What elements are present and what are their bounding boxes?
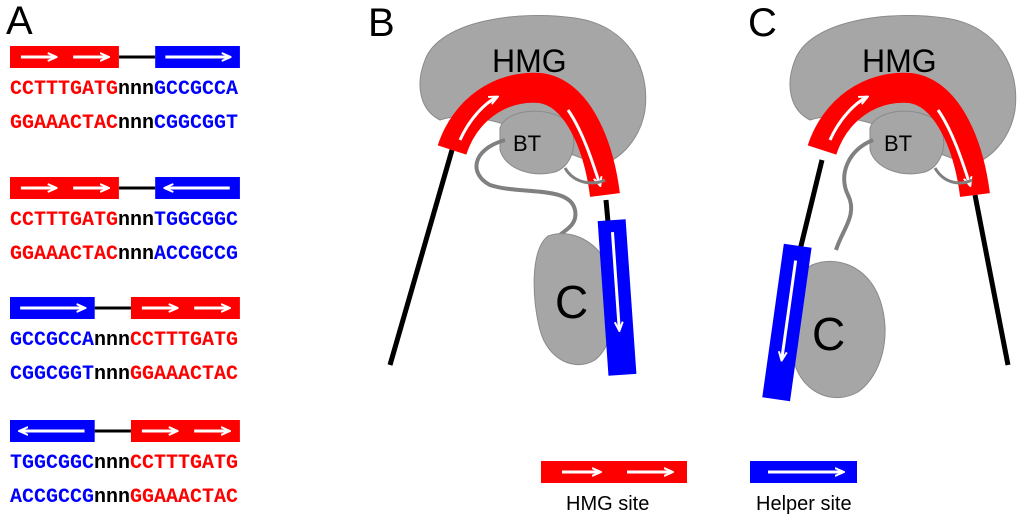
hmg-site-arrow-1 <box>828 97 867 141</box>
spacer-sequence: nnn <box>94 452 130 475</box>
bt-domain <box>499 110 575 175</box>
sequence-top: CCTTTGATGnnnGCCGCCA <box>10 78 238 101</box>
linker-bt-dna <box>563 167 606 185</box>
hmg-sequence: CCTTTGATG <box>10 209 118 232</box>
construct-2: CCTTTGATGnnnTGGCGGC GGAAACTACnnnACCGCCG <box>10 177 240 266</box>
helper-site-c <box>762 243 812 402</box>
sequence-bottom: ACCGCCGnnnGGAAACTAC <box>10 486 238 509</box>
construct-4: TGGCGGCnnnCCTTTGATG ACCGCCGnnnGGAAACTAC <box>10 420 240 509</box>
panel-b: B HMG BT C <box>368 1 647 376</box>
sequence-bottom: GGAAACTACnnnCGGCGGT <box>10 112 238 135</box>
linker-bt-dna <box>933 167 973 185</box>
spacer-sequence: nnn <box>118 112 154 135</box>
sequence-bottom: CGGCGGTnnnGGAAACTAC <box>10 363 238 386</box>
helper-sequence: GCCGCCA <box>10 329 94 352</box>
hmg-site-arrow-2 <box>566 109 600 185</box>
hmg-site-arrow-2 <box>936 109 970 185</box>
helper-site-b <box>597 219 637 376</box>
panel-b-label: B <box>368 1 395 45</box>
spacer-sequence: nnn <box>118 243 154 266</box>
hmg-site-box <box>131 297 240 319</box>
legend-helper-label: Helper site <box>756 493 852 515</box>
hmg-sequence: GGAAACTAC <box>10 112 118 135</box>
helper-sequence: ACCGCCG <box>10 486 94 509</box>
hmg-site-arrow-1 <box>458 97 497 141</box>
c-domain-label: C <box>555 276 588 328</box>
helper-sequence: CGGCGGT <box>10 363 94 386</box>
spacer-sequence: nnn <box>118 209 154 232</box>
panel-c-label: C <box>748 1 777 45</box>
construct-1: CCTTTGATGnnnGCCGCCA GGAAACTACnnnCGGCGGT <box>10 46 240 135</box>
spacer-sequence: nnn <box>94 486 130 509</box>
panel-c: C HMG BT C <box>748 1 1017 402</box>
sequence-top: GCCGCCAnnnCCTTTGATG <box>10 329 238 352</box>
linker-bt-c <box>474 138 578 237</box>
bt-domain-label: BT <box>513 131 541 156</box>
dna-link-right <box>603 199 611 223</box>
sequence-top: CCTTTGATGnnnTGGCGGC <box>10 209 238 232</box>
c-domain-label: C <box>812 308 845 360</box>
hmg-site-box <box>10 177 119 199</box>
panel-a-label: A <box>6 0 33 43</box>
construct-list: CCTTTGATGnnnGCCGCCAGGAAACTACnnnCGGCGGTCC… <box>10 46 240 509</box>
hmg-sequence: GGAAACTAC <box>130 363 238 386</box>
legend: HMG site Helper site <box>541 461 857 515</box>
spacer-sequence: nnn <box>94 363 130 386</box>
panel-a: A CCTTTGATGnnnGCCGCCAGGAAACTACnnnCGGCGGT… <box>6 0 240 509</box>
hmg-sequence: GGAAACTAC <box>10 243 118 266</box>
hmg-site-bent <box>807 72 990 198</box>
helper-sequence: GCCGCCA <box>154 78 238 101</box>
legend-helper-swatch <box>750 461 857 483</box>
linker-bt-c <box>834 138 874 251</box>
c-domain <box>533 233 616 365</box>
dna-arm-left <box>387 149 455 366</box>
legend-hmg-swatch <box>541 461 687 483</box>
dna-link-left <box>797 159 825 251</box>
spacer-sequence: nnn <box>118 78 154 101</box>
helper-sequence: CGGCGGT <box>154 112 238 135</box>
hmg-site-box <box>10 46 119 68</box>
legend-hmg-label: HMG site <box>566 493 649 515</box>
hmg-site-box <box>131 420 240 442</box>
sequence-top: TGGCGGCnnnCCTTTGATG <box>10 452 238 475</box>
bt-domain-label: BT <box>884 131 912 156</box>
spacer-sequence: nnn <box>94 329 130 352</box>
hmg-sequence: CCTTTGATG <box>10 78 118 101</box>
hmg-sequence: GGAAACTAC <box>130 486 238 509</box>
hmg-sequence: CCTTTGATG <box>130 329 238 352</box>
hmg-sequence: CCTTTGATG <box>130 452 238 475</box>
bt-domain <box>869 110 945 175</box>
hmg-site-bent <box>437 72 620 198</box>
sequence-bottom: GGAAACTACnnnACCGCCG <box>10 243 238 266</box>
helper-sequence: TGGCGGC <box>10 452 94 475</box>
construct-3: GCCGCCAnnnCCTTTGATG CGGCGGTnnnGGAAACTAC <box>10 297 240 386</box>
helper-sequence: TGGCGGC <box>154 209 238 232</box>
helper-sequence: ACCGCCG <box>154 243 238 266</box>
dna-arm-right <box>972 194 1011 366</box>
